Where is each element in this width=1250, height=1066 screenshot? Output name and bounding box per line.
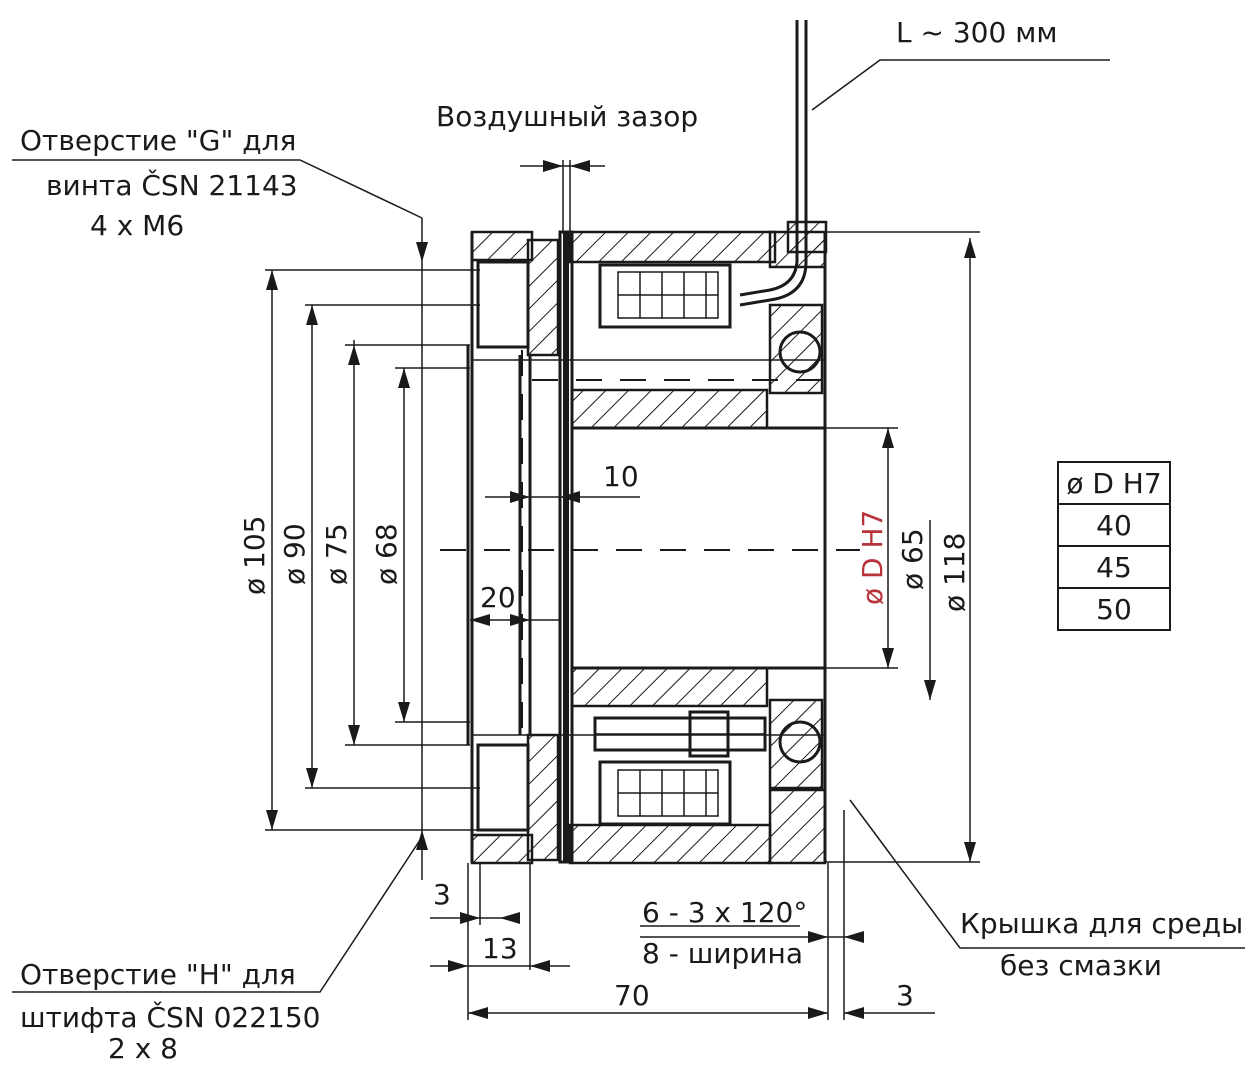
- hole-h-label-line1: Отверстие "H" для: [20, 958, 296, 991]
- hole-h-label-line2: штифта ČSN 022150: [20, 1000, 321, 1034]
- hole-g-label-line1: Отверстие "G" для: [20, 124, 296, 157]
- cover-label-line2: без смазки: [1000, 949, 1162, 982]
- clutch-cross-section: [440, 20, 860, 865]
- dimension-lines: [12, 59, 1245, 1020]
- table-row: 40: [1057, 503, 1171, 547]
- keyway-label-line1: 6 - 3 x 120°: [642, 896, 807, 929]
- dim-10: 10: [603, 460, 639, 493]
- keyway-label-line2: 8 - ширина: [642, 937, 803, 970]
- dim-d68: ø 68: [370, 523, 403, 585]
- dim-d105: ø 105: [238, 516, 271, 595]
- table-header: ø D H7: [1057, 461, 1171, 505]
- table-row: 50: [1057, 587, 1171, 631]
- dim-13: 13: [482, 932, 518, 965]
- dim-3-right: 3: [896, 979, 914, 1012]
- dim-3-left: 3: [433, 878, 451, 911]
- hole-h-label-line3: 2 x 8: [108, 1032, 178, 1065]
- bore-size-table: ø D H7 40 45 50: [1057, 461, 1171, 631]
- table-row: 45: [1057, 545, 1171, 589]
- cable-length-label: L ~ 300 мм: [896, 16, 1057, 49]
- dim-20: 20: [480, 581, 516, 614]
- dim-d65: ø 65: [896, 528, 929, 590]
- hole-g-label-line3: 4 x M6: [90, 209, 184, 242]
- dim-dD-h7: ø D H7: [856, 510, 889, 605]
- dim-70: 70: [614, 979, 650, 1012]
- dim-d118: ø 118: [938, 533, 971, 612]
- dim-d75: ø 75: [320, 523, 353, 585]
- cover-label-line1: Крышка для среды: [960, 907, 1243, 940]
- dim-d90: ø 90: [278, 523, 311, 585]
- hole-g-label-line2: винта ČSN 21143: [46, 168, 298, 202]
- annotations: L ~ 300 мм Воздушный зазор Отверстие "G"…: [20, 16, 1243, 1065]
- air-gap-label: Воздушный зазор: [436, 100, 698, 133]
